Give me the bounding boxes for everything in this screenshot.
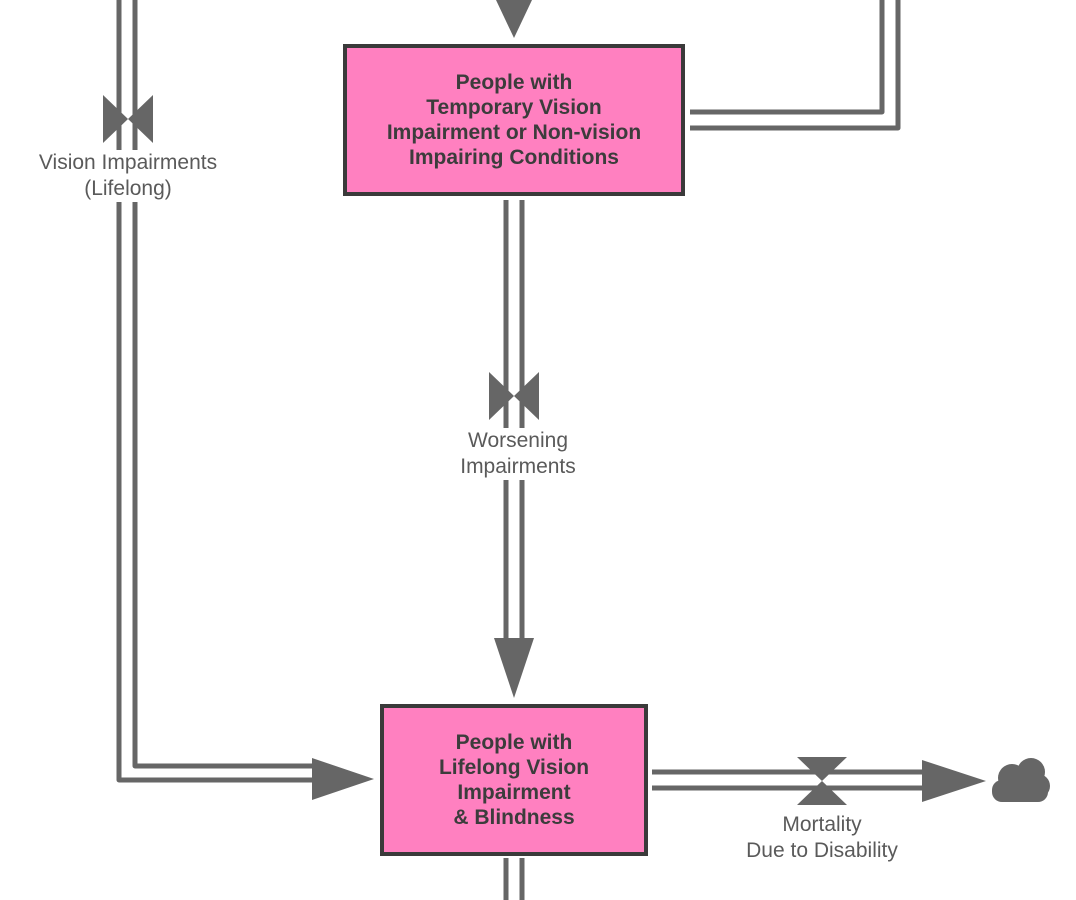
valve-icon[interactable] [103,95,153,143]
flow-label-vision-impairments: Vision Impairments (Lifelong) [38,150,218,202]
pipe-mortality [652,769,930,791]
flow-label-mortality: Mortality Due to Disability [746,812,898,864]
stock-lifelong-impairment[interactable]: People with Lifelong Vision Impairment &… [380,704,648,856]
pipe-worsening [503,200,525,640]
arrowhead-worsening [494,638,534,698]
cloud-icon [992,758,1050,802]
stock-temporary-impairment[interactable]: People with Temporary Vision Impairment … [343,44,685,196]
arrowhead-top [496,0,532,38]
valve-icon[interactable] [489,372,539,420]
pipe-bottom [503,858,525,900]
valve-icon[interactable] [797,757,847,805]
stock-label: People with Lifelong Vision Impairment &… [438,731,590,829]
stock-label: People with Temporary Vision Impairment … [386,71,642,169]
arrowhead-left-inflow [312,758,374,800]
pipe-left-inflow [116,0,320,783]
flow-label-worsening-impairments: Worsening Impairments [460,428,576,480]
pipe-right-return [690,0,901,131]
arrowhead-mortality [922,760,986,802]
